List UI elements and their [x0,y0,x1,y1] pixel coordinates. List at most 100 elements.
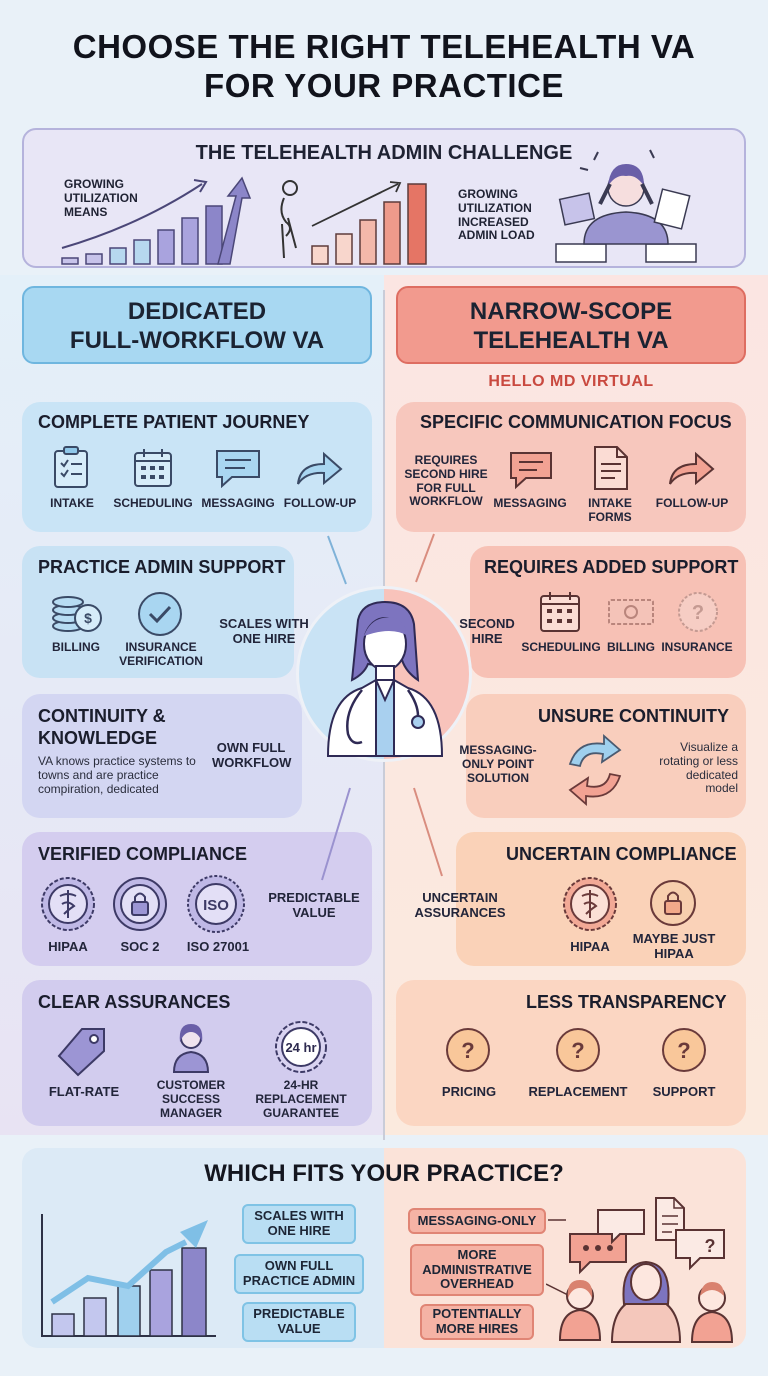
virtual-assistant-avatar [326,600,444,757]
assurance-item-csm: CUSTOMER SUCCESS MANAGER [156,1078,226,1120]
narrow-scope-va-header: NARROW-SCOPE TELEHEALTH VA [396,286,746,364]
overwhelmed-worker-icon [555,149,697,263]
team-conversation-icon: ? [546,1197,734,1343]
uncertain-item-hipaa: HIPAA [570,939,610,954]
own-full-workflow-note: OWN FULL WORKFLOW [212,740,292,770]
complete-journey-title: COMPLETE PATIENT JOURNEY [38,412,310,432]
fits-pill-more-overhead: MORE ADMINISTRATIVE OVERHEAD [410,1244,544,1296]
hipaa-seal-icon [563,877,617,931]
messaging-only-note: MESSAGING-ONLY POINT SOLUTION [459,743,537,785]
rising-admin-bar-chart-icon [311,181,427,265]
fits-pill-scales: SCALES WITH ONE HIRE [242,1204,356,1244]
narrow-header-line-2: TELEHEALTH VA [473,326,669,354]
svg-text:?: ? [705,1236,716,1256]
requires-second-hire-note: REQUIRES SECOND HIRE FOR FULL WORKFLOW [404,453,488,509]
continuity-panel [22,694,302,818]
fits-pill-predictable: PREDICTABLE VALUE [242,1302,356,1342]
transparency-item-support: SUPPORT [652,1084,716,1099]
fits-pill-own-admin: OWN FULL PRACTICE ADMIN [234,1254,364,1294]
compliance-item-soc2: SOC 2 [120,939,160,954]
page-title: CHOOSE THE RIGHT TELEHEALTH VA FOR YOUR … [0,28,768,106]
svg-text:$: $ [84,610,92,626]
second-hire-note: SECOND HIRE [459,616,515,646]
clipboard-icon [54,446,88,488]
journey-item-follow-up: FOLLOW-UP [283,496,357,510]
continuity-title-line-2: KNOWLEDGE [38,727,157,748]
support-question-icon: ? [662,1028,706,1072]
iso-badge-text: ISO [203,897,229,914]
rotating-model-description: Visualize a rotating or less dedicated m… [659,740,738,796]
follow-up-arrow-icon [297,451,343,486]
focus-item-follow-up: FOLLOW-UP [655,496,729,510]
insurance-check-icon [138,592,182,636]
svg-text:?: ? [677,1038,690,1063]
dedicated-header-line-2: FULL-WORKFLOW VA [69,326,325,354]
compliance-item-hipaa: HIPAA [48,939,88,954]
added-support-title: REQUIRES ADDED SUPPORT [484,557,739,577]
support-item-billing: BILLING [607,640,655,654]
continuity-title-line-1: CONTINUITY & [38,706,166,726]
soc2-lock-seal-icon [113,877,167,931]
unsure-continuity-title: UNSURE CONTINUITY [538,706,730,726]
iso-seal-icon: ISO [187,875,245,933]
admin-item-billing: BILLING [52,640,100,654]
replacement-question-icon: ? [556,1028,600,1072]
fits-pill-messaging-only: MESSAGING-ONLY [408,1208,546,1234]
journey-item-intake: INTAKE [50,496,94,510]
svg-text:?: ? [571,1038,584,1063]
communication-focus-title: SPECIFIC COMMUNICATION FOCUS [420,412,732,432]
customer-success-manager-icon [172,1024,210,1073]
uncertain-compliance-title: UNCERTAIN COMPLIANCE [506,844,737,864]
vendor-name: HELLO MD VIRTUAL [488,373,654,390]
journey-item-messaging: MESSAGING [201,496,275,510]
less-transparency-title: LESS TRANSPARENCY [526,992,727,1012]
journey-item-scheduling: SCHEDULING [113,496,193,510]
compliance-item-iso: ISO 27001 [186,939,250,954]
hipaa-seal-icon [41,877,95,931]
which-fits-title: WHICH FITS YOUR PRACTICE? [204,1160,564,1187]
fits-pill-more-hires: POTENTIALLY MORE HIRES [420,1304,534,1340]
rotating-cycle-arrows-icon [568,734,622,806]
pricing-question-icon: ? [446,1028,490,1072]
price-tag-icon [57,1028,105,1077]
lock-badge-icon [650,880,696,926]
assurance-item-flat-rate: FLAT-RATE [48,1084,120,1099]
dedicated-va-header: DEDICATED FULL-WORKFLOW VA [22,286,372,364]
intake-form-document-icon [594,446,628,490]
admin-item-insurance: INSURANCE VERIFICATION [119,640,203,668]
support-item-insurance: INSURANCE [661,640,733,654]
svg-text:?: ? [692,602,704,624]
billing-coins-icon: $ [52,596,102,632]
calendar-icon [134,449,172,487]
title-line-1: CHOOSE THE RIGHT TELEHEALTH VA [72,28,696,65]
continuity-title: CONTINUITY & KNOWLEDGE [38,706,166,750]
verified-compliance-title: VERIFIED COMPLIANCE [38,844,248,864]
uncertain-assurances-note: UNCERTAIN ASSURANCES [414,890,506,920]
calendar-icon [540,592,580,632]
support-item-scheduling: SCHEDULING [521,640,601,654]
challenge-title: THE TELEHEALTH ADMIN CHALLENGE [195,142,573,164]
clear-assurances-title: CLEAR ASSURANCES [38,992,231,1012]
message-bubble-icon [216,450,260,488]
narrow-header-line-1: NARROW-SCOPE [469,298,673,325]
title-line-2: FOR YOUR PRACTICE [204,66,564,104]
focus-item-messaging: MESSAGING [493,496,567,510]
predictable-value-note: PREDICTABLE VALUE [268,890,360,920]
growth-chart-icon [41,1214,216,1337]
challenge-left-label: GROWING UTILIZATION MEANS [64,177,138,219]
message-bubble-icon [510,452,552,490]
transparency-item-pricing: PRICING [441,1084,497,1099]
challenge-right-label: GROWING UTILIZATION INCREASED ADMIN LOAD [458,187,535,243]
billing-money-icon [608,599,654,625]
growth-bar-chart-icon [61,176,252,265]
practice-admin-title: PRACTICE ADMIN SUPPORT [38,557,286,577]
hub-connector-lines [321,533,443,881]
focus-item-intake-forms: INTAKE FORMS [588,496,632,524]
scales-with-one-hire-note: SCALES WITH ONE HIRE [219,616,309,646]
svg-text:?: ? [461,1038,474,1063]
follow-up-arrow-icon [669,451,715,486]
assurance-item-24hr: 24-HR REPLACEMENT GUARANTEE [255,1078,347,1120]
insurance-question-icon: ? [678,592,718,632]
transparency-item-replacement: REPLACEMENT [528,1084,628,1099]
continuity-description: VA knows practice systems to towns and a… [38,754,196,796]
